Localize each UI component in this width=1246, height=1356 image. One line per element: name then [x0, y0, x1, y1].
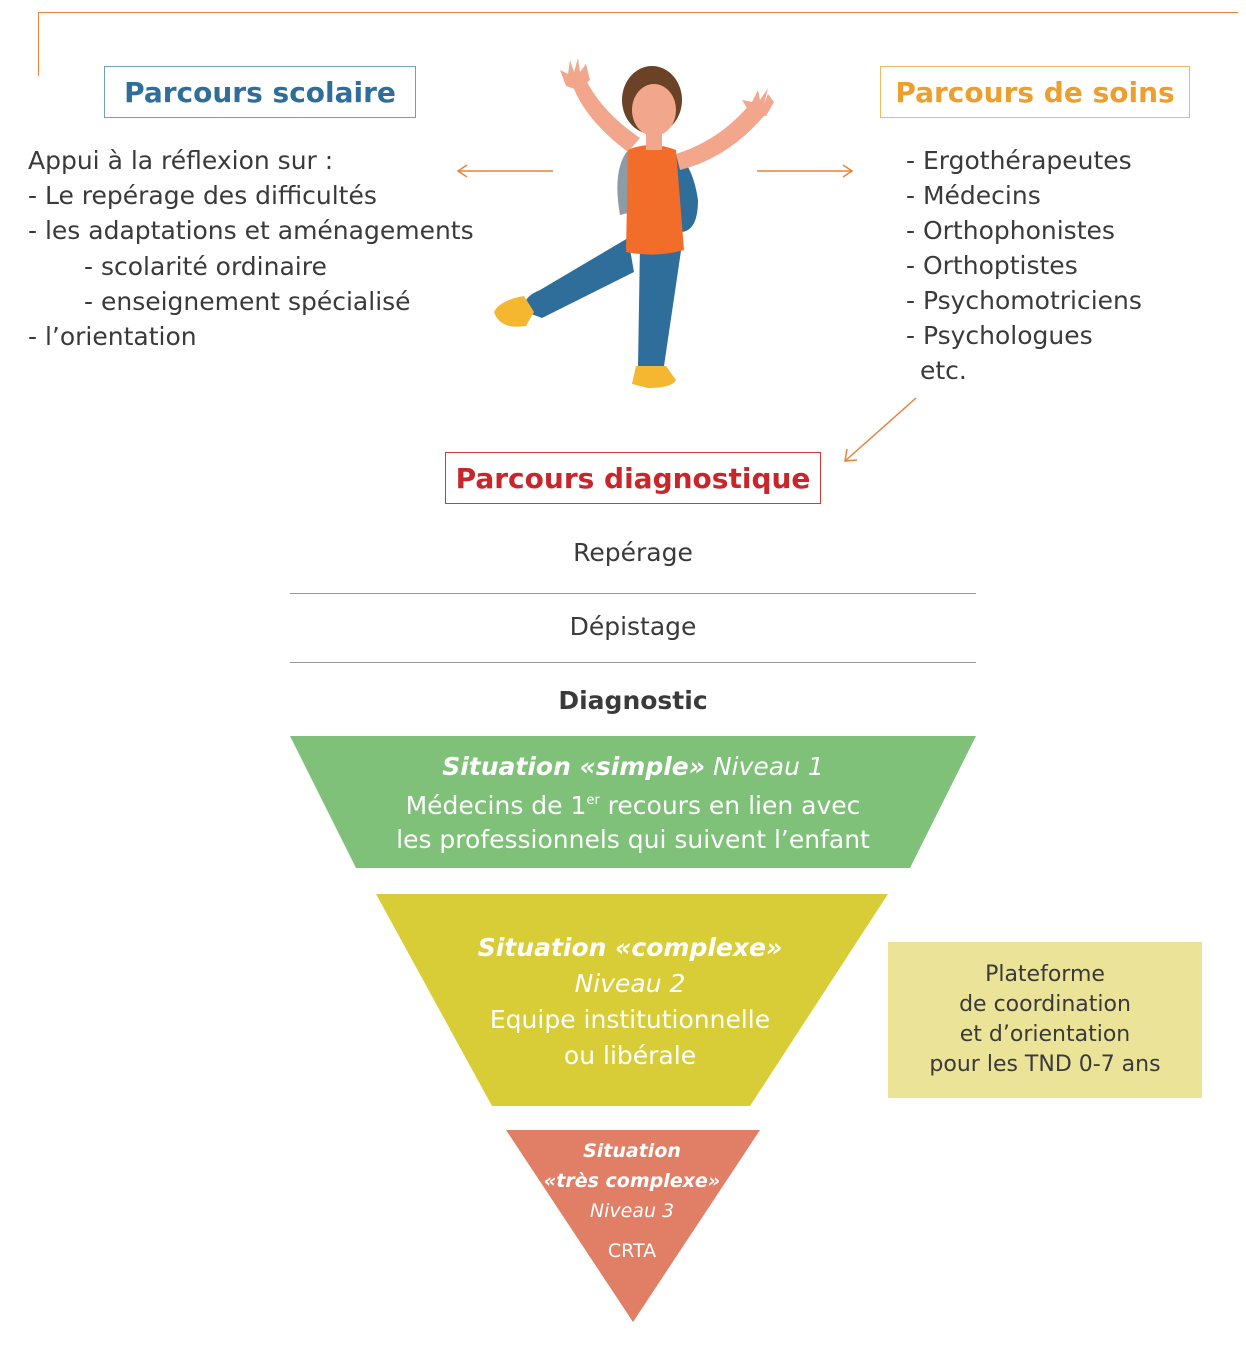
- soins-item: - Orthoptistes: [906, 251, 1078, 280]
- scolaire-item: - les adaptations et aménagements: [28, 216, 474, 245]
- stage-divider: [290, 593, 976, 594]
- stage-reperage: Repérage: [573, 538, 693, 567]
- niveau1-line1-post: recours en lien avec: [599, 791, 861, 820]
- scolaire-subitem: - enseignement spécialisé: [84, 287, 411, 316]
- soins-item: - Psychologues: [906, 321, 1093, 350]
- parcours-diagnostique-title: Parcours diagnostique: [445, 452, 821, 504]
- niveau3-label: CRTA: [607, 1240, 657, 1262]
- niveau2-triangle: [376, 894, 888, 1106]
- niveau3-triangle: [506, 1130, 760, 1322]
- left-arrow-icon: [456, 164, 553, 178]
- niveau3-text: Situation «très complexe» Niveau 3 CRTA: [520, 1136, 744, 1266]
- niveau2-level: Niveau 2: [574, 969, 686, 998]
- niveau2-line2: ou libérale: [563, 1041, 697, 1070]
- scolaire-item: - Le repérage des difficultés: [28, 181, 377, 210]
- plateforme-line: et d’orientation: [959, 1022, 1131, 1047]
- scolaire-item: - l’orientation: [28, 322, 197, 351]
- plateforme-box: Plateforme de coordination et d’orientat…: [888, 942, 1202, 1098]
- diagonal-arrow-icon: [844, 397, 917, 462]
- parcours-scolaire-title: Parcours scolaire: [104, 66, 416, 118]
- child-illustration: [494, 58, 774, 388]
- niveau1-line2: les professionnels qui suivent l’enfant: [396, 825, 870, 854]
- scolaire-subitem: - scolarité ordinaire: [84, 252, 327, 281]
- soins-item: - Orthophonistes: [906, 216, 1115, 245]
- stage-depistage: Dépistage: [569, 612, 697, 641]
- niveau3-level: Niveau 3: [589, 1200, 675, 1222]
- soins-item: - Psychomotriciens: [906, 286, 1142, 315]
- niveau3-situation-l1: Situation: [583, 1140, 681, 1162]
- niveau1-line1-pre: Médecins de 1: [405, 791, 587, 820]
- soins-item: etc.: [920, 356, 967, 385]
- soins-item: - Médecins: [906, 181, 1041, 210]
- right-arrow-icon: [757, 164, 854, 178]
- soins-item: - Ergothérapeutes: [906, 146, 1132, 175]
- scolaire-intro: Appui à la réflexion sur :: [28, 146, 334, 175]
- stage-diagnostic: Diagnostic: [558, 686, 708, 715]
- plateforme-line: de coordination: [959, 992, 1131, 1017]
- niveau2-text: Situation «complexe» Niveau 2 Equipe ins…: [420, 930, 840, 1074]
- niveau1-level: Niveau 1: [712, 752, 824, 781]
- niveau2-situation: Situation «complexe»: [477, 933, 783, 962]
- plateforme-line: Plateforme: [985, 962, 1105, 987]
- parcours-soins-title: Parcours de soins: [880, 66, 1190, 118]
- niveau1-line1-sup: er: [586, 793, 600, 808]
- frame-left-border: [38, 12, 39, 76]
- stage-divider: [290, 662, 976, 663]
- niveau3-situation-l2: «très complexe»: [543, 1170, 721, 1192]
- niveau1-text: Situation «simple» Niveau 1 Médecins de …: [330, 750, 936, 857]
- frame-top-border: [38, 12, 1238, 13]
- niveau1-situation: Situation «simple»: [442, 752, 705, 781]
- plateforme-line: pour les TND 0-7 ans: [929, 1052, 1161, 1077]
- niveau1-triangle: [290, 736, 976, 868]
- niveau2-line1: Equipe institutionnelle: [489, 1005, 771, 1034]
